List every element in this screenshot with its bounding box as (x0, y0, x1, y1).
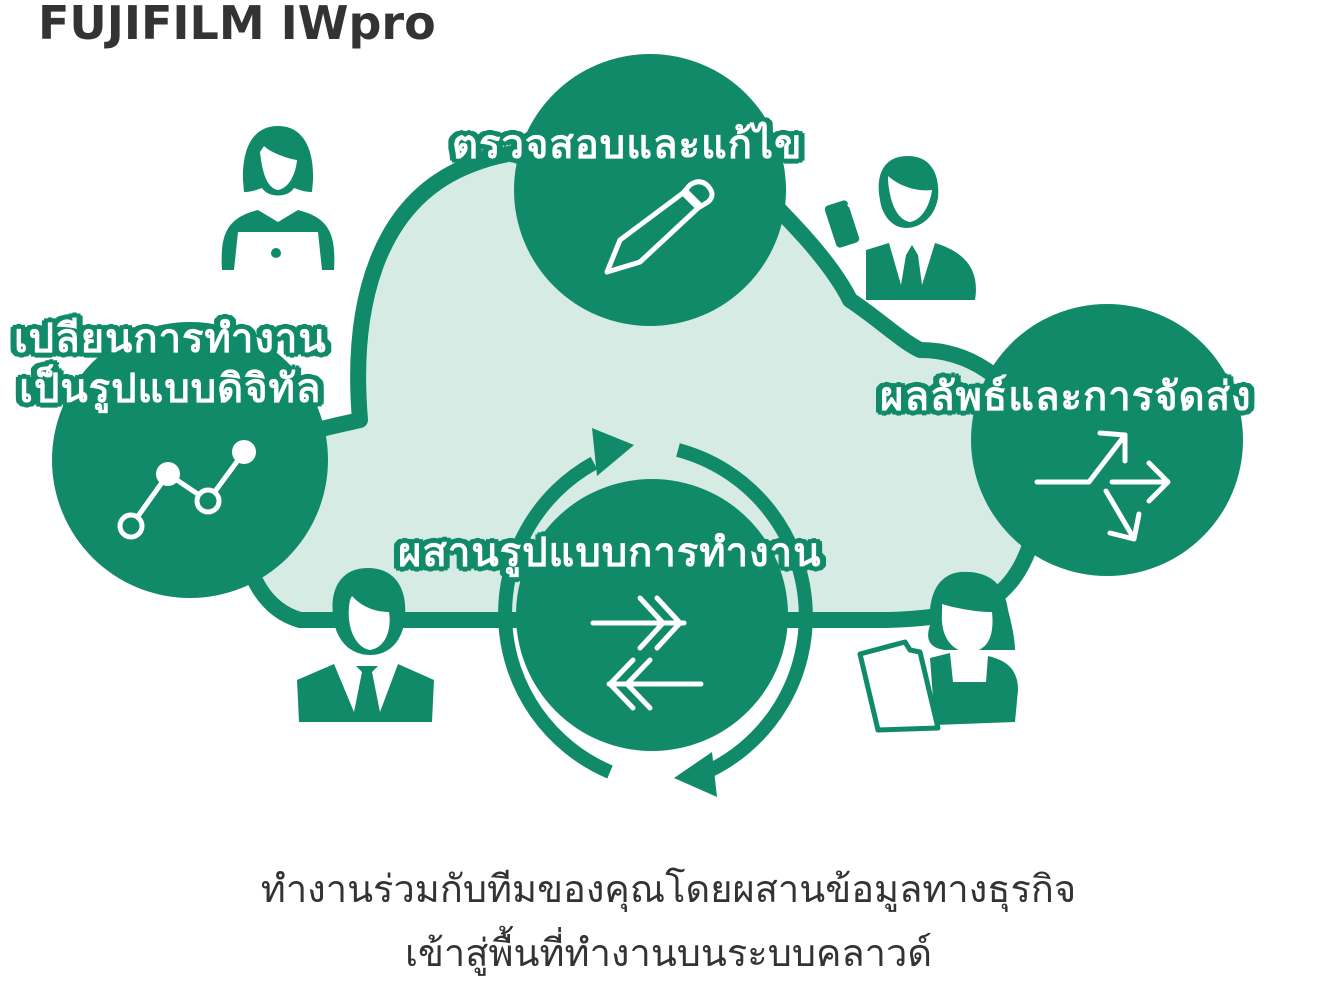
caption: ทำงานร่วมกับทีมของคุณโดยผสานข้อมูลทางธุร… (0, 858, 1337, 986)
caption-line-2: เข้าสู่พื้นที่ทำงานบนระบบคลาวด์ (404, 933, 933, 975)
results-label: ผลลัพธ์และการจัดส่ง (880, 374, 1252, 420)
digital-label-line-1: เปลียนการทำงาน (14, 316, 327, 362)
man-with-phone-icon (824, 156, 976, 300)
review-node (514, 54, 786, 326)
arrow-head-bottom (674, 752, 717, 797)
man-in-suit-icon (297, 568, 434, 722)
woman-with-document-icon (857, 571, 1018, 733)
arrow-head-top (592, 428, 634, 476)
review-label: ตรวจสอบและแก้ไข (452, 122, 803, 168)
digital-label: เปลียนการทำงาน เป็นรูปแบบดิจิทัล (14, 314, 327, 414)
woman-with-laptop-icon (221, 126, 335, 270)
results-node (971, 304, 1243, 576)
circular-arrows-icon (498, 443, 813, 782)
digital-label-line-2: เป็นรูปแบบดิจิทัล (19, 366, 322, 412)
integrate-node (516, 479, 788, 751)
line-chart-icon (117, 440, 256, 540)
caption-line-1: ทำงานร่วมกับทีมของคุณโดยผสานข้อมูลทางธุร… (260, 869, 1077, 911)
split-arrows-icon (1034, 430, 1171, 542)
integrate-label: ผสานรูปแบบการทำงาน (398, 530, 822, 576)
pencil-icon (604, 179, 715, 275)
product-title: FUJIFILM IWpro (38, 0, 436, 50)
exchange-arrows-icon (590, 595, 704, 711)
